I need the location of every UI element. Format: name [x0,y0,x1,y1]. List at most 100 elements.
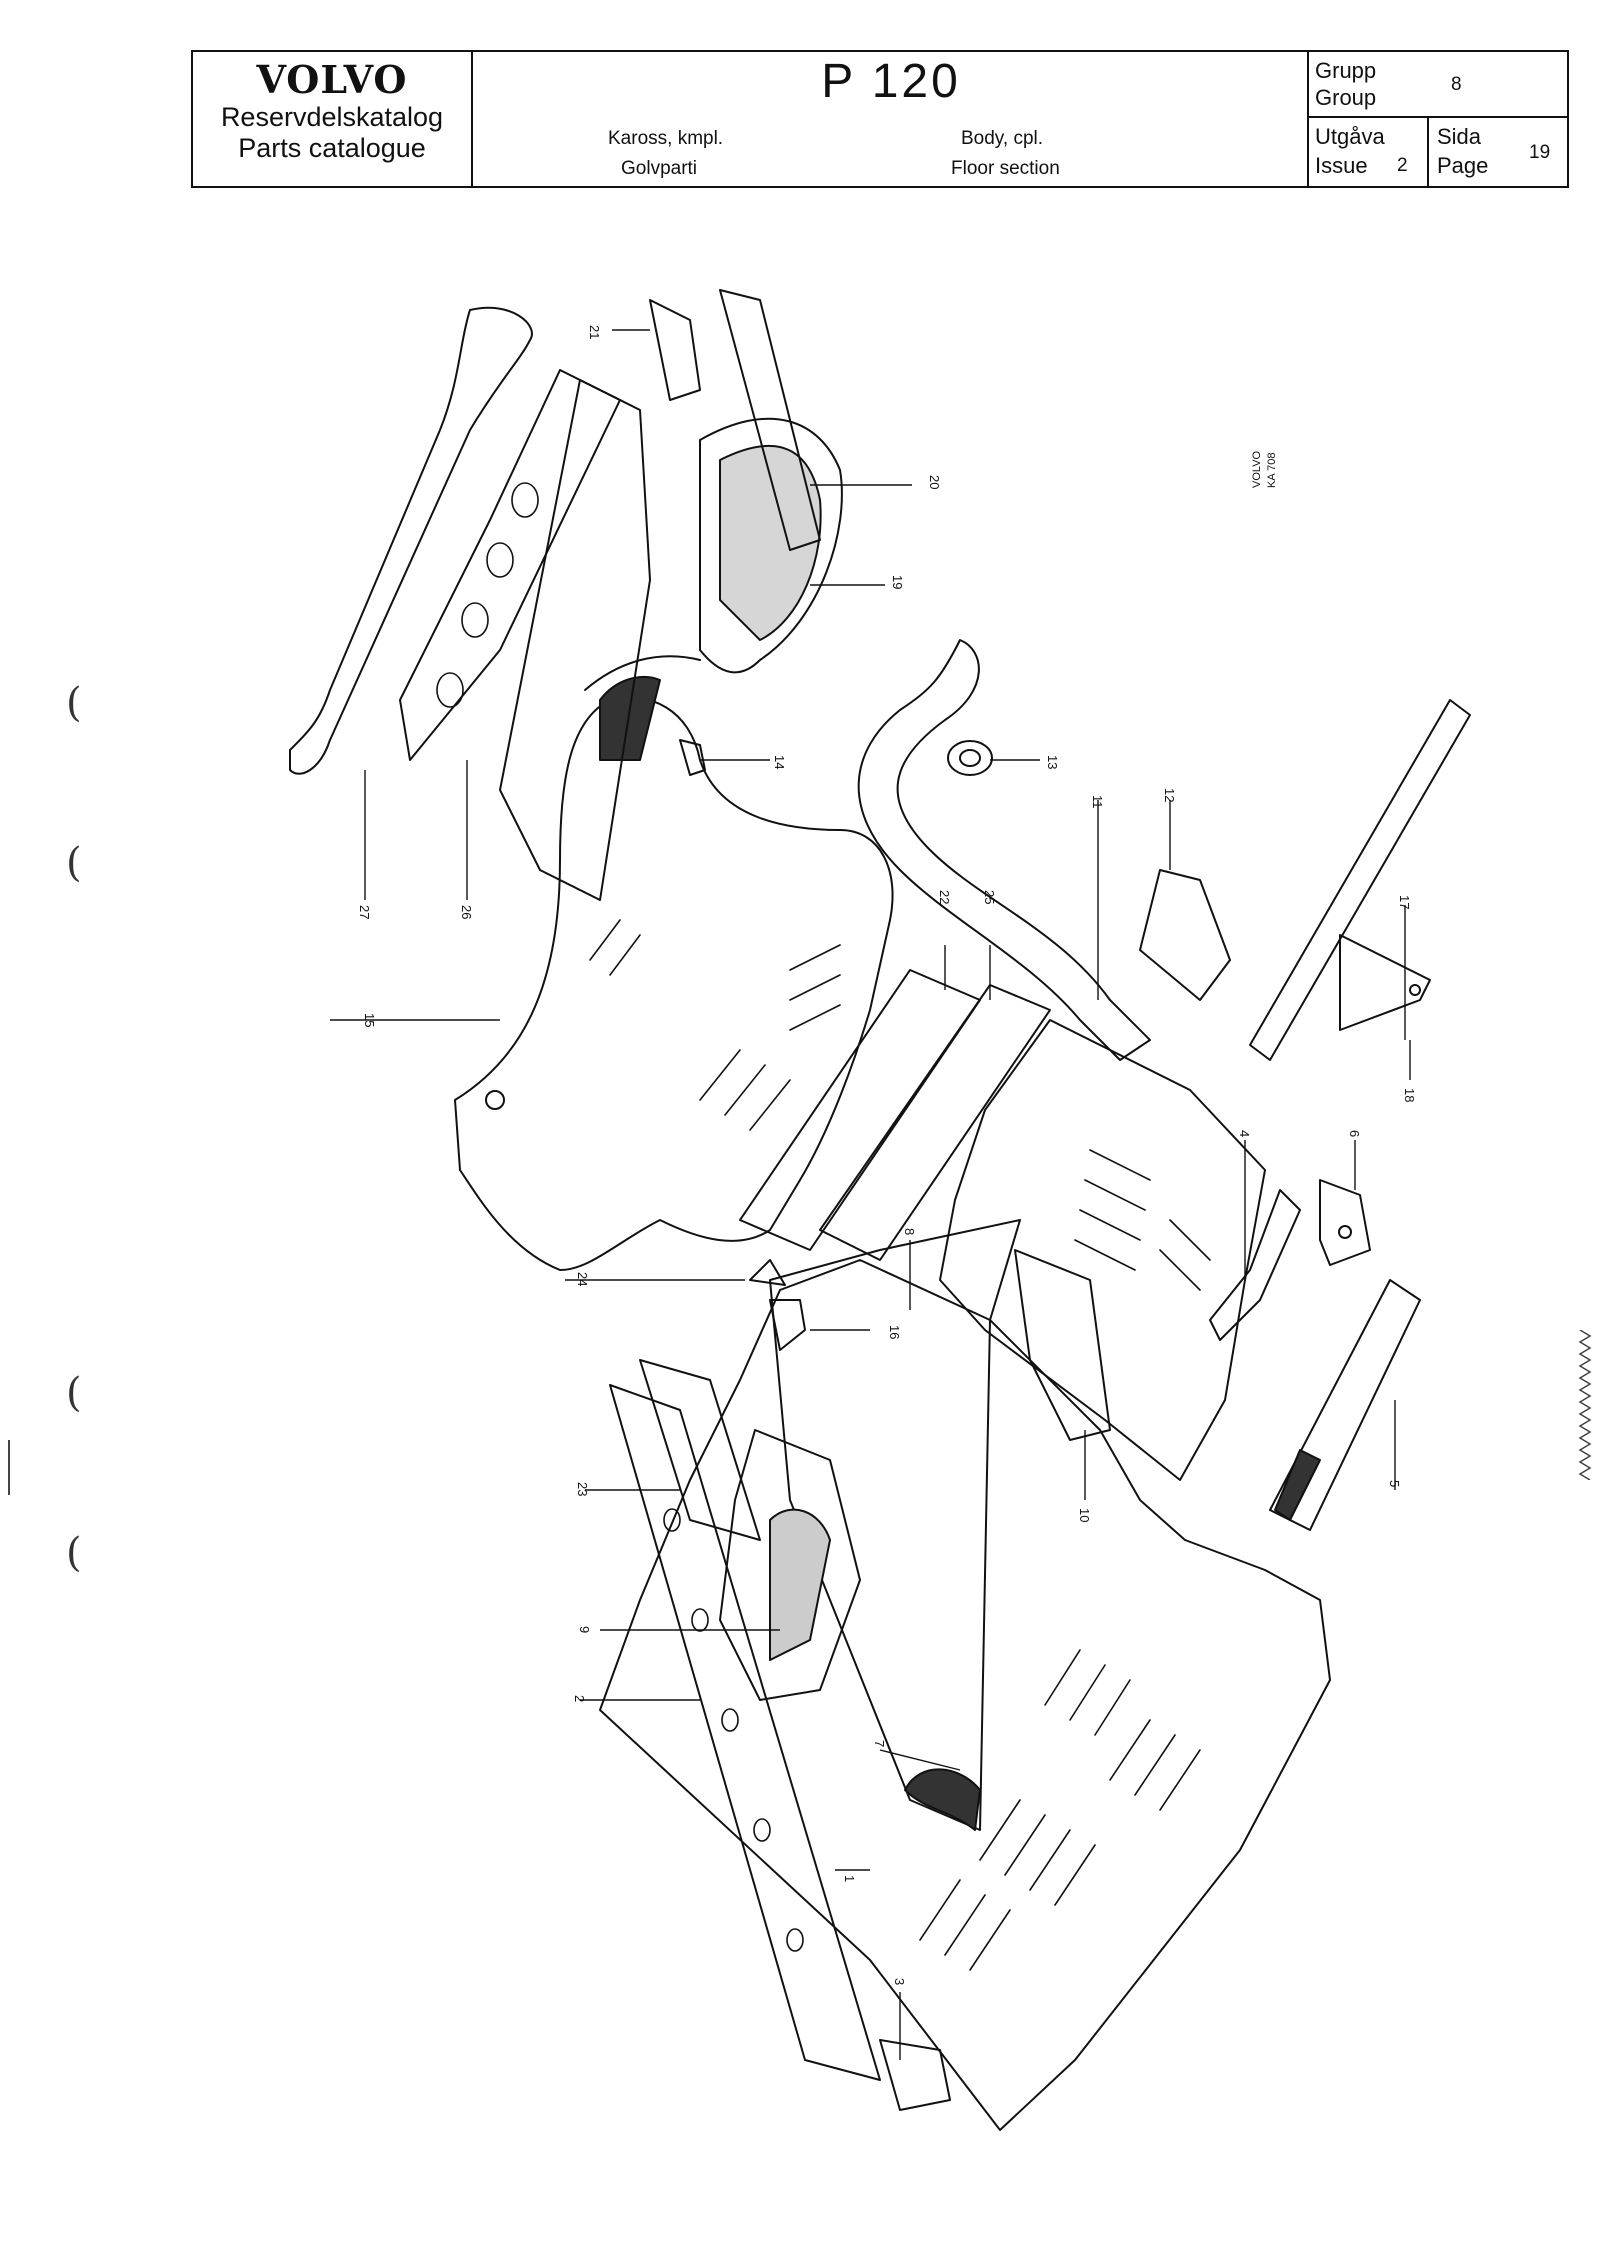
brand-cell: VOLVO Reservdelskatalog Parts catalogue [193,52,473,186]
catalog-title-sv: Reservdelskatalog [220,102,444,132]
callout-5: 5 [1387,1480,1402,1487]
cross-member-22 [739,969,981,1251]
model-cell: P 120 Kaross, kmpl. Body, cpl. Golvparti… [473,52,1309,186]
gusset-18 [1339,934,1431,1031]
bulkhead-ribs [589,919,841,1131]
rear-member-10 [1014,1249,1111,1441]
callout-24: 24 [575,1272,590,1286]
bracket-4 [1209,1189,1301,1341]
bracket-6 [1319,1179,1371,1266]
bracket-16 [769,1299,806,1351]
page-label-sv: Sida [1437,124,1482,149]
callout-21: 21 [587,325,602,339]
edge-zigzag [1578,1330,1592,1480]
tunnel-end [904,1768,981,1831]
title-sv: Kaross, kmpl. [608,128,724,149]
group-label-sv: Grupp [1315,58,1377,83]
callout-23: 23 [575,1482,590,1496]
binder-mark: ( [66,1530,82,1576]
subtitle-sv: Golvparti [621,158,698,179]
bracket-3 [879,2039,951,2111]
page-cell: Sida Page 19 [1429,118,1567,186]
inner-sill-23 [639,1359,761,1541]
rear-floor-ribs [1074,1149,1211,1291]
bulkhead-hole [485,1090,505,1110]
callout-19: 19 [890,575,905,589]
callout-3: 3 [892,1978,907,1985]
issue-label-sv: Utgåva [1315,124,1385,149]
side-member-9-fill [769,1508,831,1661]
rear-floor [939,1019,1266,1481]
callout-11: 11 [1090,795,1105,809]
bulkhead-edge [584,655,701,691]
rear-panel-27 [289,306,533,775]
rail-5-fill [1274,1449,1321,1521]
page-value: 19 [1529,142,1551,163]
edge-mark [8,1440,10,1495]
callout-12: 12 [1162,788,1177,802]
front-bulkhead [454,696,894,1271]
callout-8: 8 [902,1228,917,1235]
issue-cell: Utgåva Issue 2 [1309,118,1429,186]
callout-25: 25 [982,890,997,904]
drawing-code-line2: KA 708 [1266,453,1278,488]
grommet-13 [947,740,993,776]
brand-logo: VOLVO [256,57,408,102]
rail-5 [1269,1279,1421,1531]
drawing-code-line1: VOLVO [1251,450,1263,488]
wheel-arch-11 [857,639,1151,1061]
binder-mark: ( [66,840,82,886]
leader-lines [330,329,1411,2060]
callout-13: 13 [1045,755,1060,769]
callout-labels: 1 2 3 4 5 6 7 8 9 10 11 12 13 14 15 16 1… [357,325,1417,1985]
title-en: Body, cpl. [961,128,1044,149]
callout-4: 4 [1237,1130,1252,1137]
binder-mark: ( [66,680,82,726]
sill-2 [609,1384,881,2081]
callout-7: 7 [872,1740,887,1747]
rear-longitudinal [499,379,651,901]
callout-1: 1 [842,1875,857,1882]
callout-18: 18 [1402,1088,1417,1102]
group-cell: Grupp Group 8 [1309,52,1567,118]
spare-wheel-well-19-fill [719,444,822,641]
sill-slots [663,1508,804,1952]
callout-10: 10 [1077,1508,1092,1522]
spare-wheel-well-19 [699,417,843,674]
callout-16: 16 [887,1325,902,1339]
callout-20: 20 [927,475,942,489]
issue-value: 2 [1397,155,1408,176]
rear-cross-holes [436,482,539,708]
callout-26: 26 [459,905,474,919]
side-member-9 [719,1429,861,1701]
panel-20 [719,289,821,551]
bracket-14 [679,739,706,776]
bracket-12 [1139,869,1231,1001]
binder-mark: ( [66,1370,82,1416]
rear-cross-26 [399,369,621,761]
subtitle-en: Floor section [951,158,1060,179]
cross-member-25 [819,984,1051,1261]
floor-pan [599,1259,1331,2131]
callout-27: 27 [357,905,372,919]
floor-ribs [919,1649,1201,1971]
issue-label-en: Issue [1315,153,1368,178]
callout-2: 2 [572,1695,587,1702]
callout-17: 17 [1397,895,1412,909]
bracket-24 [749,1259,786,1286]
bracket-21 [649,299,701,401]
callout-6: 6 [1347,1130,1362,1137]
model-number: P 120 [821,55,961,108]
page-label-en: Page [1437,153,1489,178]
group-value: 8 [1451,74,1462,95]
bulkhead-fill [599,675,661,761]
catalog-title-en: Parts catalogue [238,133,426,163]
group-label-en: Group [1315,85,1377,110]
callout-22: 22 [937,890,952,904]
callout-9: 9 [577,1626,592,1633]
title-block: VOLVO Reservdelskatalog Parts catalogue … [191,50,1569,188]
rail-17 [1249,699,1471,1061]
callout-14: 14 [772,755,787,769]
